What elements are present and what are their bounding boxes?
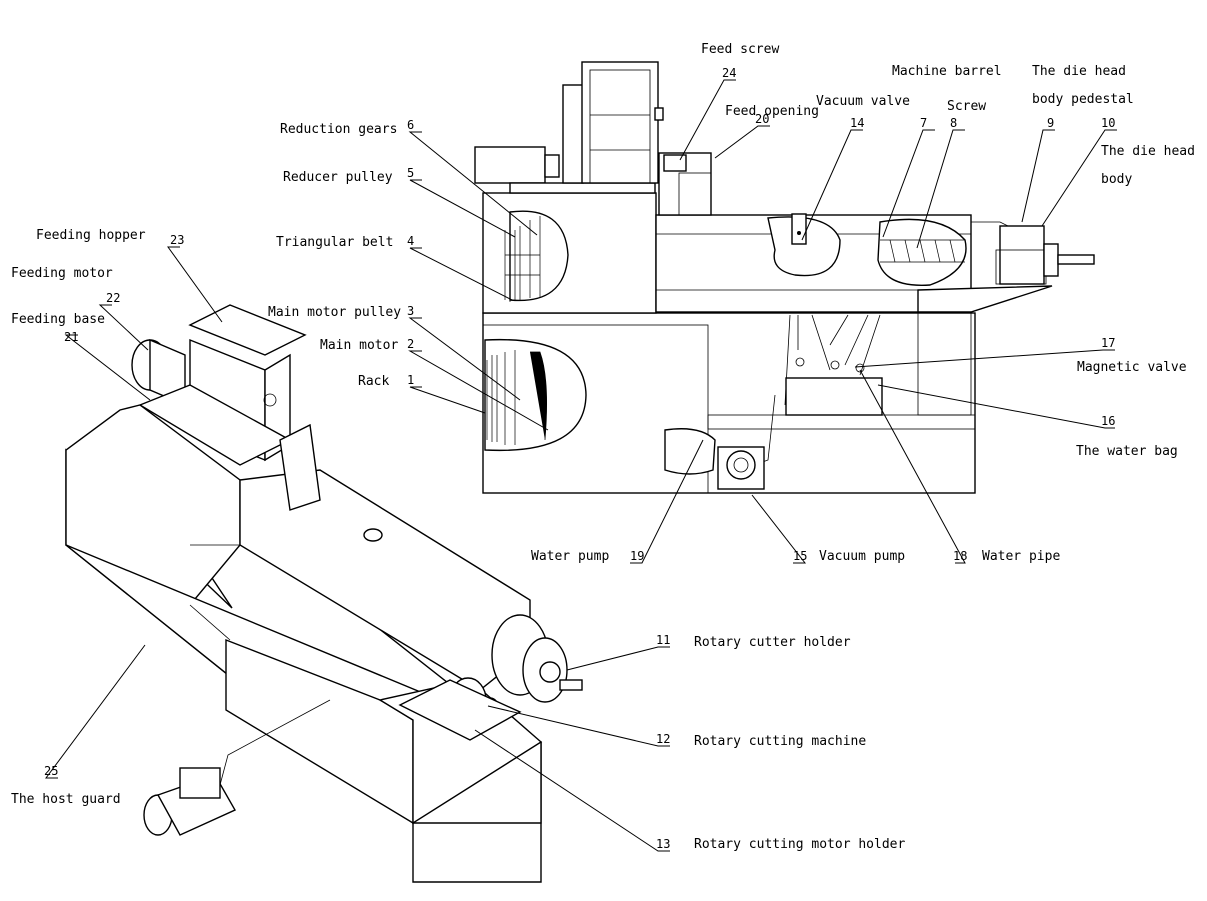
motor-cutaway xyxy=(484,338,587,452)
label-reduction-gears: Reduction gears xyxy=(280,122,397,137)
callout-number-22: 22 xyxy=(106,291,120,305)
label-triangular-belt: Triangular belt xyxy=(276,235,393,250)
callout-number-11: 11 xyxy=(656,633,670,647)
leader-lines xyxy=(45,79,1117,852)
callout-number-19: 19 xyxy=(630,549,644,563)
label-feeding-hopper: Feeding hopper xyxy=(36,228,146,243)
callout-number-16: 16 xyxy=(1101,414,1115,428)
isometric-view xyxy=(65,304,583,883)
label-reducer-pulley: Reducer pulley xyxy=(283,170,393,185)
label-feeding-base: Feeding base xyxy=(11,312,105,327)
callout-number-21: 21 xyxy=(64,330,78,344)
label-rotary-cutter-holder: Rotary cutter holder xyxy=(694,635,851,650)
label-magnetic-valve: Magnetic valve xyxy=(1077,360,1187,375)
reducer-cutaway xyxy=(509,210,569,302)
callout-number-7: 7 xyxy=(920,116,927,130)
callout-number-25: 25 xyxy=(44,764,58,778)
callout-number-13: 13 xyxy=(656,837,670,851)
label-water-pipe: Water pipe xyxy=(982,549,1060,564)
label-water-bag: The water bag xyxy=(1076,444,1178,459)
label-screw: Screw xyxy=(947,99,986,114)
callout-number-18: 18 xyxy=(953,549,967,563)
callout-labels: Rack Main motor Main motor pulley Triang… xyxy=(11,42,1195,852)
callout-number-17: 17 xyxy=(1101,336,1115,350)
rack-inner-panel xyxy=(482,324,709,494)
vacuum-cutaway xyxy=(767,216,841,277)
label-rack: Rack xyxy=(358,374,389,389)
label-vacuum-pump: Vacuum pump xyxy=(819,549,905,564)
callout-number-3: 3 xyxy=(407,304,414,318)
die-head-body xyxy=(1043,243,1059,277)
label-main-motor-pulley: Main motor pulley xyxy=(268,305,401,320)
label-vacuum-valve: Vacuum valve xyxy=(816,94,910,109)
feed-screw-part xyxy=(663,154,687,172)
callout-number-23: 23 xyxy=(170,233,184,247)
callout-number-10: 10 xyxy=(1101,116,1115,130)
water-bag-part xyxy=(785,377,883,416)
feed-hopper-top xyxy=(581,61,659,184)
label-die-head-body-line1: The die head xyxy=(1101,144,1195,159)
label-die-head-body-line2: body xyxy=(1101,172,1132,187)
die-head-pedestal xyxy=(999,225,1045,285)
label-main-motor: Main motor xyxy=(320,338,398,353)
vacuum-valve-part xyxy=(791,213,807,245)
label-feed-opening: Feed opening xyxy=(725,104,819,119)
callout-number-6: 6 xyxy=(407,118,414,132)
callout-number-2: 2 xyxy=(407,337,414,351)
callout-numbers: 1 2 3 4 5 6 7 8 9 10 11 12 13 14 15 16 1… xyxy=(44,66,1115,851)
callout-number-1: 1 xyxy=(407,373,414,387)
callout-number-9: 9 xyxy=(1047,116,1054,130)
upper-housing xyxy=(482,192,657,314)
callout-number-20: 20 xyxy=(755,112,769,126)
label-die-head-pedestal-line1: The die head xyxy=(1032,64,1126,79)
callout-number-14: 14 xyxy=(850,116,864,130)
label-machine-barrel: Machine barrel xyxy=(892,64,1002,79)
callout-number-5: 5 xyxy=(407,166,414,180)
water-pipes xyxy=(784,314,881,406)
label-feeding-motor: Feeding motor xyxy=(11,266,113,281)
label-die-head-pedestal-line2: body pedestal xyxy=(1032,92,1134,107)
callout-number-8: 8 xyxy=(950,116,957,130)
label-rotary-cutting-motor-holder: Rotary cutting motor holder xyxy=(694,837,905,852)
label-host-guard: The host guard xyxy=(11,792,121,807)
callout-number-24: 24 xyxy=(722,66,736,80)
screw-cutaway xyxy=(877,218,967,286)
label-rotary-cutting-machine: Rotary cutting machine xyxy=(694,734,866,749)
feed-motor-top xyxy=(474,146,546,184)
callout-number-4: 4 xyxy=(407,234,414,248)
label-feed-screw: Feed screw xyxy=(701,42,779,57)
section-view xyxy=(474,61,1095,494)
callout-number-15: 15 xyxy=(793,549,807,563)
label-water-pump: Water pump xyxy=(531,549,609,564)
callout-number-12: 12 xyxy=(656,732,670,746)
